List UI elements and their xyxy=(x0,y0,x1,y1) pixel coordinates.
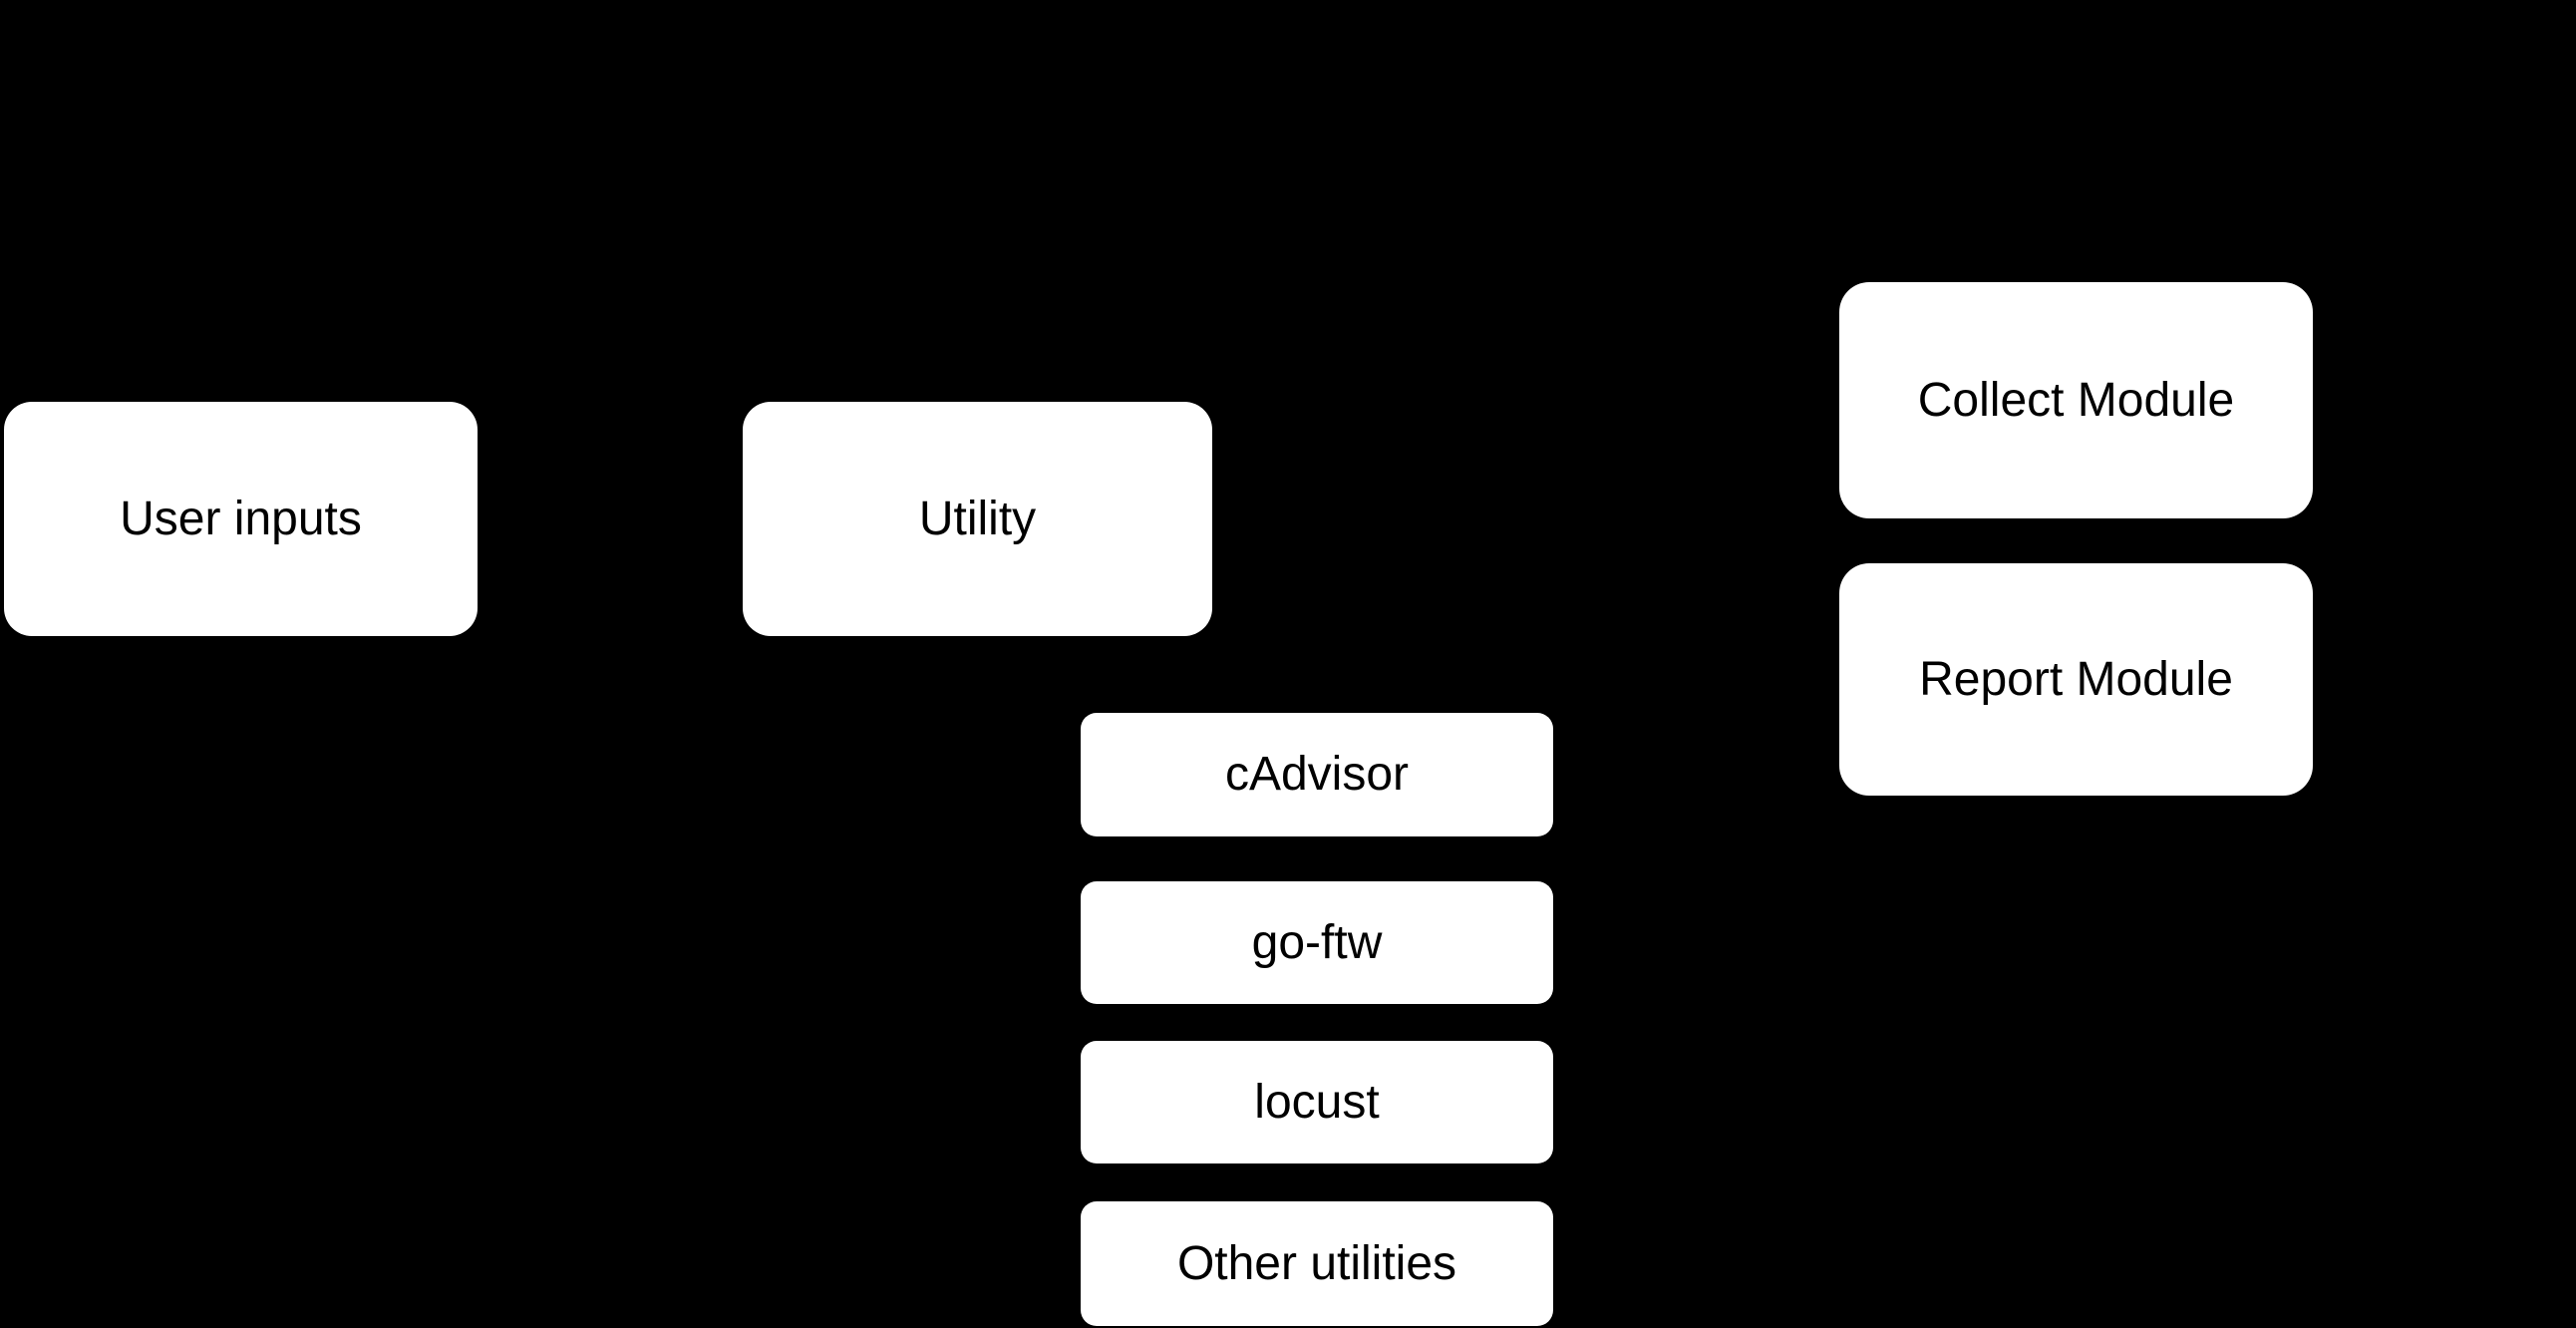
node-report-module-label: Report Module xyxy=(1919,652,2233,706)
node-utility-label: Utility xyxy=(918,492,1037,545)
node-other-utilities-label: Other utilities xyxy=(1176,1236,1457,1290)
node-utility: Utility xyxy=(743,402,1212,636)
node-report-module: Report Module xyxy=(1839,563,2313,796)
node-locust: locust xyxy=(1081,1041,1553,1163)
node-cadvisor-label: cAdvisor xyxy=(1224,748,1410,802)
node-user-inputs-label: User inputs xyxy=(120,492,362,545)
node-go-ftw-label: go-ftw xyxy=(1251,915,1383,969)
node-go-ftw: go-ftw xyxy=(1081,881,1553,1004)
node-cadvisor: cAdvisor xyxy=(1081,713,1553,836)
node-collect-module: Collect Module xyxy=(1839,282,2313,518)
node-other-utilities: Other utilities xyxy=(1081,1201,1553,1326)
node-locust-label: locust xyxy=(1254,1075,1380,1129)
node-collect-module-label: Collect Module xyxy=(1917,373,2235,427)
node-user-inputs: User inputs xyxy=(4,402,478,636)
